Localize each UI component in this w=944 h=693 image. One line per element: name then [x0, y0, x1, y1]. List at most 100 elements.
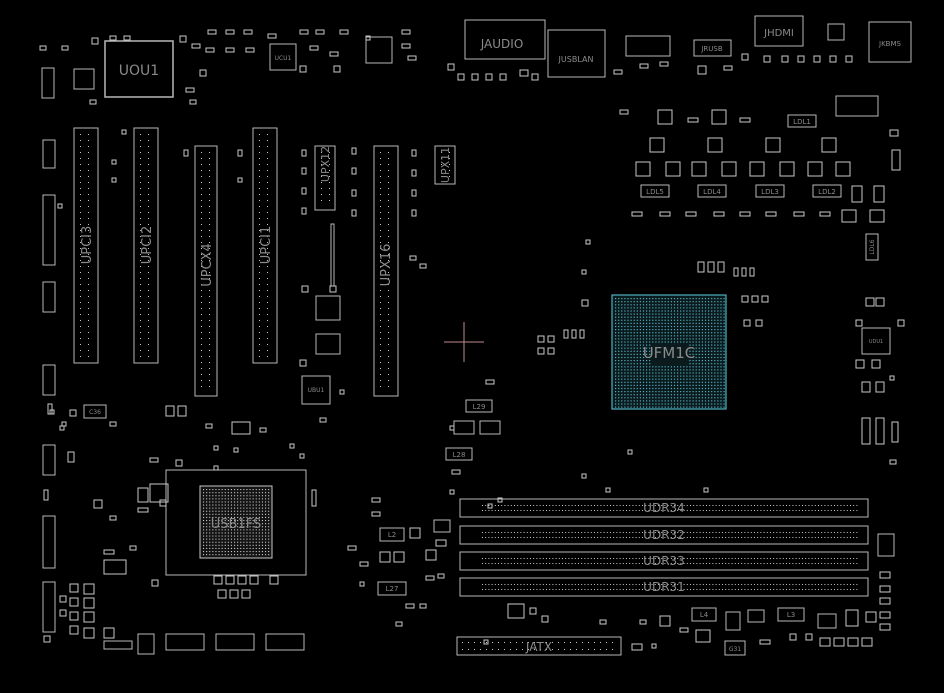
slot-upx11	[434, 145, 456, 185]
ucu1-chip	[269, 43, 297, 71]
label-udr33: UDR33	[643, 554, 685, 568]
ldl6-box	[865, 233, 879, 261]
label-udr32: UDR32	[643, 528, 685, 542]
header-bottom-1	[165, 633, 205, 651]
crosshair-cursor-icon	[444, 322, 484, 362]
ldl1-box	[787, 114, 817, 128]
header-left-2	[42, 139, 56, 169]
label-ldl6: LDL6	[869, 239, 876, 254]
chipset-outline	[165, 469, 307, 576]
label-jaudio: JAUDIO	[480, 37, 524, 51]
label-ldl2: LDL2	[818, 188, 836, 196]
label-l28: L28	[453, 451, 466, 459]
l4-box	[691, 607, 717, 622]
label-ldl1: LDL1	[793, 118, 811, 126]
label-upx11: UPX11	[439, 147, 452, 183]
ldl5-box	[640, 184, 670, 198]
chipset-bga-usb1fs	[199, 485, 273, 559]
slot-upci3	[73, 127, 99, 364]
c80-box	[817, 613, 837, 629]
label-jatx: JATX	[525, 640, 552, 654]
udu1-chip	[861, 327, 891, 355]
ldl2-box	[812, 184, 842, 198]
jusblan-connector	[547, 29, 606, 78]
label-jusblan: JUSBLAN	[558, 55, 594, 64]
small-pads	[39, 29, 905, 651]
label-upx12: UPX12	[319, 146, 332, 182]
l2-box	[379, 527, 405, 542]
label-l29: L29	[473, 403, 486, 411]
label-upx16: UPX16	[379, 244, 394, 287]
c37-box	[453, 420, 475, 435]
header-left-5	[42, 364, 56, 396]
label-g31: G31	[729, 646, 741, 653]
slot-upci1	[252, 127, 278, 364]
connector-pins	[80, 134, 858, 650]
label-l4: L4	[700, 611, 709, 619]
label-ldl3: LDL3	[761, 188, 779, 196]
label-l2: L2	[388, 531, 396, 539]
header-left-6	[42, 444, 56, 476]
jrusb-connector	[693, 39, 732, 57]
dimm-udr34	[459, 498, 869, 518]
l29-box	[465, 399, 493, 413]
label-ldl5: LDL5	[646, 188, 664, 196]
label-jhdmi: JHDMI	[763, 28, 794, 39]
cpu-ball-grid	[615, 298, 725, 408]
label-uou1: UOU1	[119, 63, 159, 79]
chip-left-small	[73, 68, 95, 90]
l3-box	[777, 607, 805, 622]
slot-upx16	[373, 145, 399, 397]
chip-mid-2	[315, 333, 341, 355]
label-c36: C36	[89, 409, 101, 416]
chipset-ball-grid	[203, 489, 270, 556]
dimm-udr31	[459, 577, 869, 597]
c36-box	[83, 404, 107, 419]
label-jkbms: JKBMS	[878, 40, 901, 48]
jatx-connector	[456, 636, 622, 656]
dimm-udr32	[459, 525, 869, 545]
c64-box	[877, 533, 895, 557]
label-udu1: UDU1	[869, 339, 883, 345]
ldl3-box	[755, 184, 785, 198]
jaudio-connector	[464, 19, 546, 60]
jrusb-block-a	[625, 35, 671, 57]
label-ubu1: UBU1	[308, 387, 325, 394]
label-usb1fs: USB1FS	[211, 517, 261, 532]
l27-box	[377, 581, 407, 596]
label-upci1: UPCI1	[259, 226, 274, 265]
thin-bar	[330, 223, 335, 287]
header-bottom-2	[215, 633, 255, 651]
label-jrusb: JRUSB	[700, 45, 722, 53]
ubu1-chip	[301, 375, 331, 405]
jatx3v-connector	[835, 95, 879, 117]
jkbms-connector	[868, 21, 912, 63]
label-udr31: UDR31	[643, 580, 685, 594]
chip-mid-1	[315, 295, 341, 321]
l28-box	[445, 447, 473, 461]
label-ucu1: UCU1	[275, 55, 292, 62]
slot-upci2	[133, 127, 159, 364]
header-left-3	[42, 194, 56, 266]
label-l27: L27	[386, 585, 399, 593]
chip-upper-mid	[365, 36, 393, 64]
c66-box	[725, 611, 741, 631]
ldl4-box	[697, 184, 727, 198]
uou1-chip	[104, 40, 174, 98]
slot-upcx4	[194, 145, 218, 397]
g31-box	[724, 640, 746, 656]
label-l3: L3	[787, 611, 795, 619]
label-upci3: UPCI3	[80, 226, 95, 265]
dimm-udr33	[459, 551, 869, 571]
label-udr34: UDR34	[643, 501, 685, 515]
header-left-1	[41, 67, 55, 99]
label-upci2: UPCI2	[140, 226, 155, 265]
jhdmi-connector	[754, 15, 804, 47]
c96-box	[137, 633, 155, 655]
header-left-4	[42, 281, 56, 313]
header-left-8	[42, 581, 56, 633]
c38-box	[479, 420, 501, 435]
label-ldl4: LDL4	[703, 188, 721, 196]
header-bottom-3	[265, 633, 305, 651]
